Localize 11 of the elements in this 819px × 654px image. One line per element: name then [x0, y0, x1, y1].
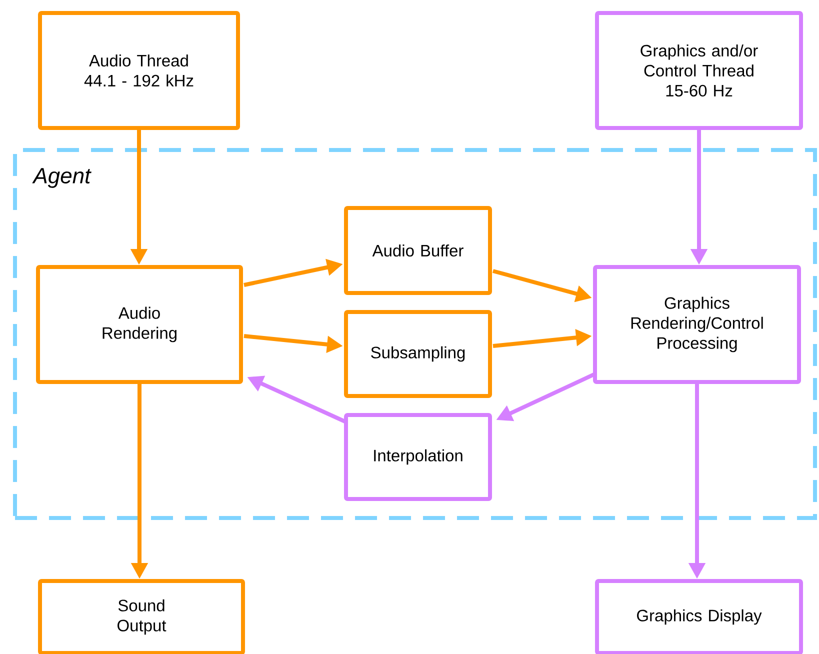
process-box: Audio Thread 44.1 - 192 kHz — [38, 11, 240, 130]
process-box: Audio Buffer — [344, 206, 492, 295]
process-box: Graphics Display — [595, 579, 803, 654]
dashed-group-box — [13, 148, 817, 520]
process-box: Graphics Rendering/Control Processing — [593, 265, 801, 384]
group-label: Agent — [32, 168, 92, 188]
process-box: Subsampling — [344, 310, 492, 398]
process-box: Interpolation — [344, 413, 492, 501]
process-box: Graphics and/or Control Thread 15-60 Hz — [595, 11, 803, 130]
process-box: Audio Rendering — [36, 265, 243, 384]
process-box: Sound Output — [38, 579, 245, 654]
